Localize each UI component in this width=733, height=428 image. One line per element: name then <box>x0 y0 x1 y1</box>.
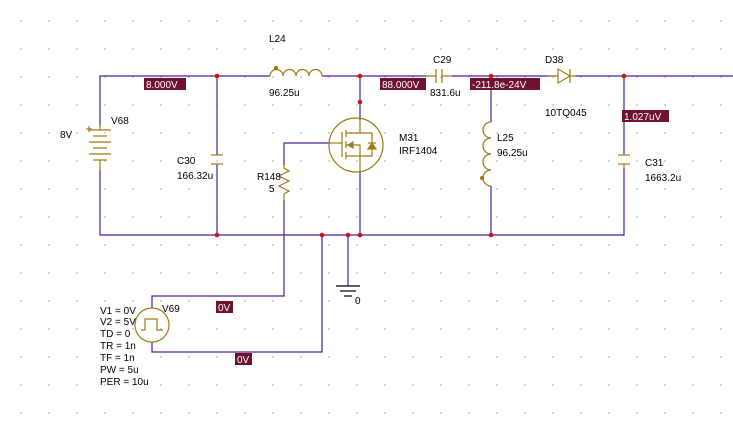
capacitor-icon-c30[interactable] <box>211 154 223 165</box>
voltage-marker-pulse-minus-text: 0V <box>237 355 250 366</box>
voltage-marker-output-text: 1.027uV <box>624 112 662 123</box>
voltage-marker-pulse-plus[interactable]: 0V <box>216 301 233 314</box>
wire-pulse-return[interactable] <box>151 235 323 353</box>
capacitor-icon-c29[interactable] <box>426 69 452 83</box>
v69-param: TD = 0 <box>100 329 131 340</box>
c30-value: 166.32u <box>177 171 213 182</box>
pulse-source-icon-v69[interactable] <box>134 307 170 343</box>
ground-label: 0 <box>355 296 361 307</box>
wire-top-left[interactable] <box>99 75 270 125</box>
junction-dot <box>319 232 325 238</box>
l24-value: 96.25u <box>269 88 300 99</box>
junction-dots <box>214 73 627 238</box>
d38-value: 10TQ045 <box>545 108 587 119</box>
v68-value: 8V <box>60 130 73 141</box>
junction-dot <box>357 99 363 105</box>
voltage-marker-switch-text: 88.000V <box>382 80 420 91</box>
m31-value: IRF1404 <box>399 146 438 157</box>
l24-ref: L24 <box>269 34 286 45</box>
c30-ref: C30 <box>177 156 196 167</box>
capacitor-icon-c31[interactable] <box>618 154 630 168</box>
wire-r148-to-pulse[interactable] <box>151 200 285 308</box>
voltage-marker-switch[interactable]: 88.000V <box>380 78 426 91</box>
voltage-marker-l25-text: -211.8e-24V <box>472 80 527 91</box>
c29-ref: C29 <box>433 55 452 66</box>
junction-dot <box>357 73 363 79</box>
v69-param: PW = 5u <box>100 365 139 376</box>
voltage-marker-output[interactable]: 1.027uV <box>622 110 669 123</box>
mosfet-icon-m31[interactable] <box>328 117 384 173</box>
voltage-marker-input[interactable]: 8.000V <box>144 78 186 91</box>
junction-dot <box>214 73 220 79</box>
v68-ref: V68 <box>111 116 129 127</box>
junction-dot <box>621 73 627 79</box>
voltage-marker-l25[interactable]: -211.8e-24V <box>470 78 540 91</box>
r148-value: 5 <box>269 184 275 195</box>
resistor-icon-r148[interactable] <box>277 165 291 200</box>
inductor-icon-l25[interactable] <box>479 121 492 187</box>
c31-ref: C31 <box>645 158 664 169</box>
voltage-marker-pulse-minus[interactable]: 0V <box>235 353 252 366</box>
wire-gate[interactable] <box>283 142 330 165</box>
junction-dot <box>357 232 363 238</box>
v69-param: PER = 10u <box>100 377 149 388</box>
inductor-icon-l24[interactable] <box>269 65 323 77</box>
l25-ref: L25 <box>497 133 514 144</box>
junction-dot <box>214 232 220 238</box>
junction-dot <box>488 232 494 238</box>
v69-param: V2 = 5V <box>100 317 136 328</box>
junction-dot <box>488 73 494 79</box>
d38-ref: D38 <box>545 55 564 66</box>
r148-ref: R148 <box>257 172 281 183</box>
diode-icon-d38[interactable] <box>548 67 576 85</box>
v69-param: TR = 1n <box>100 341 136 352</box>
c31-value: 1663.2u <box>645 173 681 184</box>
voltage-marker-pulse-plus-text: 0V <box>218 303 231 314</box>
ground-icon[interactable] <box>336 285 360 297</box>
v69-ref: V69 <box>162 304 180 315</box>
l25-value: 96.25u <box>497 148 528 159</box>
v69-param: TF = 1n <box>100 353 135 364</box>
junction-dot <box>345 232 351 238</box>
c29-value: 831.6u <box>430 88 461 99</box>
voltage-marker-input-text: 8.000V <box>146 80 178 91</box>
v69-param: V1 = 0V <box>100 306 136 317</box>
battery-icon-v68[interactable] <box>86 125 111 170</box>
m31-ref: M31 <box>399 133 419 144</box>
